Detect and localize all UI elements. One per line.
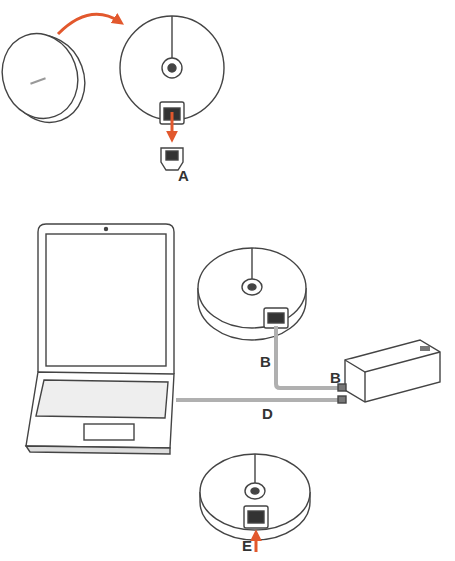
flip-arrow xyxy=(58,14,120,34)
poe-injector xyxy=(338,340,440,403)
access-point-front xyxy=(0,23,97,133)
callout-letter: D xyxy=(262,406,273,421)
callout-letter: A xyxy=(178,168,189,183)
access-point-release xyxy=(200,454,310,540)
callout-letter: B xyxy=(260,354,271,369)
cable-b xyxy=(276,326,340,388)
callout-letter: E xyxy=(242,538,252,553)
access-point-connected xyxy=(198,248,306,340)
access-point-back xyxy=(120,16,224,124)
callout-letter: B xyxy=(330,370,341,385)
cable-d xyxy=(176,398,340,402)
insert-arrow xyxy=(171,112,174,138)
cable-plug xyxy=(161,148,183,170)
laptop xyxy=(26,224,174,454)
release-arrow xyxy=(255,534,258,552)
